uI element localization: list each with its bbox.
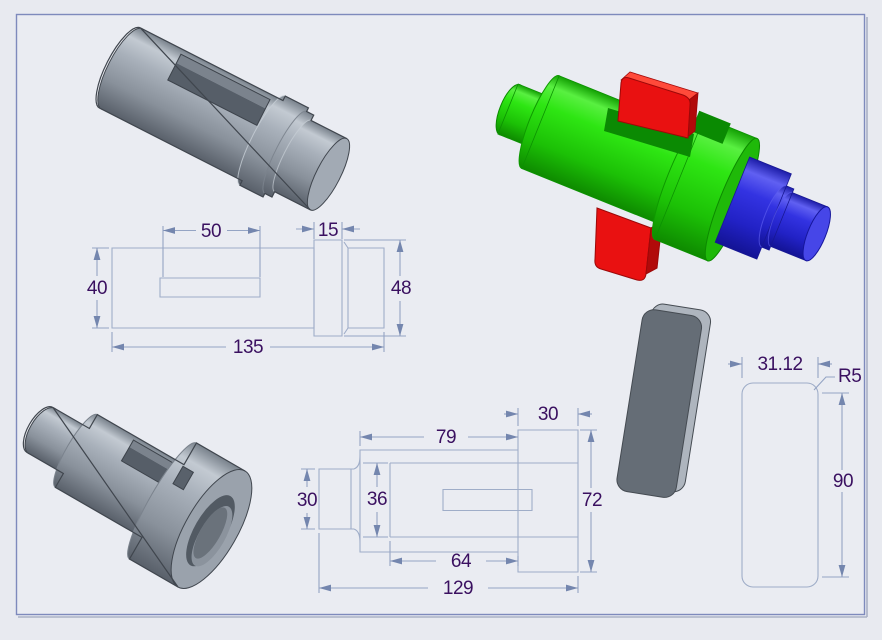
svg-text:135: 135 [233, 337, 263, 358]
frame-shadow [18, 17, 868, 618]
assembly-key-bottom [594, 207, 663, 281]
hub-outline [22, 406, 246, 588]
svg-text:31.12: 31.12 [757, 354, 802, 375]
dim-shaft-diameter: 40 [87, 247, 109, 329]
dim-collar-diameter: 48 [344, 239, 412, 337]
svg-text:48: 48 [391, 278, 411, 299]
dim-shaft-total-length: 135 [111, 332, 385, 358]
hub-flange-2d [517, 429, 579, 573]
hub-keyway-2d [442, 488, 533, 512]
svg-text:129: 129 [443, 578, 473, 599]
svg-text:30: 30 [538, 404, 558, 425]
shaft-outline [95, 26, 347, 211]
shaft-end [274, 120, 347, 210]
hub-small-end-2d [318, 468, 354, 530]
dim-small-diameter: 30 [297, 468, 318, 530]
shaft-collar [239, 96, 309, 197]
hub-flange [129, 442, 245, 588]
svg-text:64: 64 [451, 551, 472, 572]
key-outline-2d [741, 382, 819, 588]
key-block-front [616, 309, 703, 498]
dim-hub-total-length: 129 [318, 533, 579, 599]
svg-text:50: 50 [201, 221, 221, 242]
hub-bore-hole [186, 495, 235, 567]
dim-bore-depth: 64 [389, 541, 519, 572]
svg-text:15: 15 [318, 220, 338, 241]
dim-flange-width: 30 [504, 404, 592, 426]
keyway-slot-cut [691, 110, 731, 144]
svg-text:72: 72 [582, 490, 602, 511]
shaft-side-drawing: 50 15 40 48 135 [87, 220, 412, 358]
svg-text:79: 79 [436, 427, 456, 448]
dim-key-width: 31.12 [728, 354, 832, 378]
dim-collar-width: 15 [296, 220, 360, 241]
hub-bore-2d [389, 462, 578, 538]
svg-text:90: 90 [833, 471, 853, 492]
shaft-keyway-slot [167, 53, 271, 127]
assembly-sleeve-front [495, 75, 699, 226]
dim-key-corner-radius: R5 [813, 366, 862, 391]
hub-keyway-notch [172, 465, 195, 491]
key-front-drawing: 31.12 R5 90 [728, 354, 862, 588]
dim-body-length: 79 [359, 427, 518, 448]
assembly-key-top [604, 71, 699, 157]
svg-text:36: 36 [367, 489, 387, 510]
hub-body-2d [353, 449, 518, 553]
dim-flange-diameter: 72 [580, 429, 603, 573]
svg-text:30: 30 [297, 490, 317, 511]
hub-small-cylinder [27, 407, 90, 474]
key-3d-view [616, 303, 712, 498]
shaft-collar-2d [313, 239, 343, 337]
dim-keyway-length: 50 [162, 221, 261, 277]
shaft-end-2d [347, 247, 385, 329]
shaft-3d-view [95, 26, 351, 211]
assembly-3d-view [495, 71, 831, 281]
assembly-shaft-blue [714, 156, 831, 262]
svg-text:R5: R5 [838, 366, 861, 387]
hub-3d-view [22, 406, 253, 589]
shaft-keyway-2d [159, 277, 261, 298]
shaft-body [99, 27, 283, 181]
dim-bore-diameter: 36 [363, 462, 388, 538]
dim-key-height: 90 [822, 392, 854, 578]
hub-side-drawing: 79 30 30 36 72 [297, 404, 603, 599]
shaft-chamfer-2d [343, 241, 349, 335]
svg-text:40: 40 [87, 278, 107, 299]
